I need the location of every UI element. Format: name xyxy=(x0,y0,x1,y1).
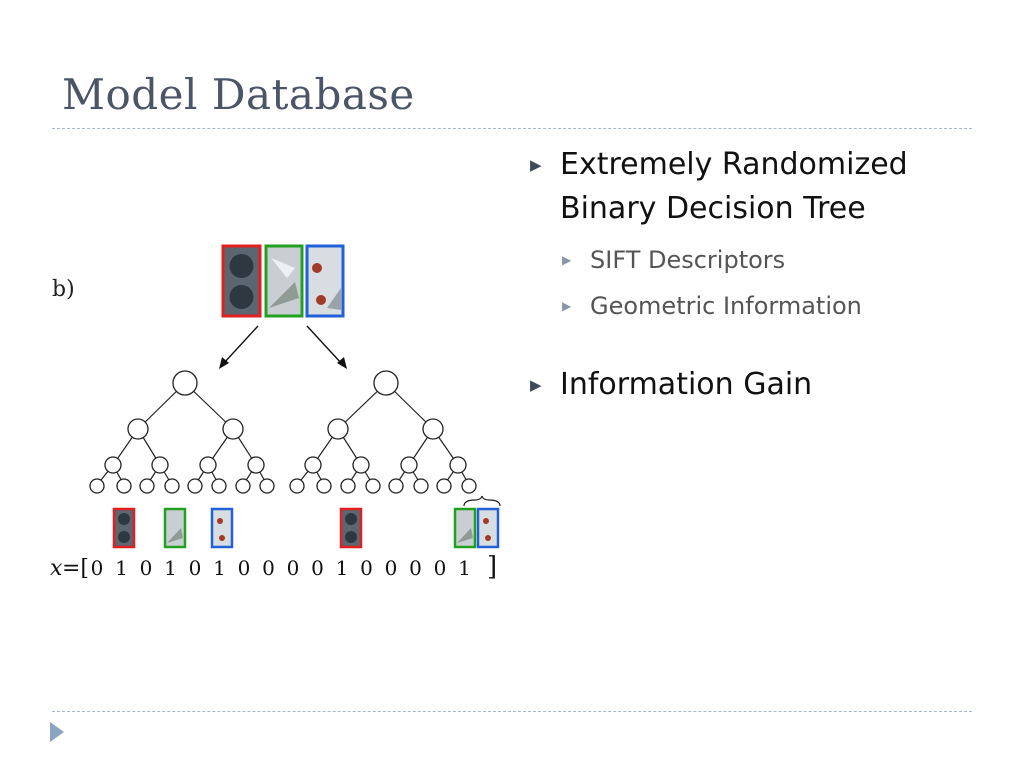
vector-bit: 1 xyxy=(213,556,226,580)
image-patch-green xyxy=(264,244,304,318)
bullet-list: ▶ Extremely Randomized Binary Decision T… xyxy=(528,143,998,413)
vector-bit: 0 xyxy=(262,556,275,580)
sub-bullet-item: ▶ SIFT Descriptors xyxy=(528,237,998,283)
sub-bullet-item: ▶ Geometric Information xyxy=(528,283,998,329)
vector-label: x xyxy=(50,556,63,581)
bullet-arrow-icon: ▶ xyxy=(530,376,542,394)
vector-bit: 1 xyxy=(164,556,177,580)
vector-bit: 0 xyxy=(287,556,300,580)
vector-bit: 0 xyxy=(434,556,447,580)
vector-bit: 0 xyxy=(311,556,324,580)
sub-bullet-arrow-icon: ▶ xyxy=(562,253,572,267)
vector-bit: 0 xyxy=(91,556,104,580)
bullet-item: ▶ Information Gain xyxy=(528,363,998,407)
vector-bit: 1 xyxy=(115,556,128,580)
arrow-left-head xyxy=(219,357,229,369)
panel-label: b) xyxy=(52,277,75,302)
vector-bit: 0 xyxy=(385,556,398,580)
tree-diagram-svg: b) xyxy=(50,244,501,582)
bullet-text: Information Gain xyxy=(560,367,813,402)
sub-bullet-text: SIFT Descriptors xyxy=(590,246,786,274)
tree-diagram: b) xyxy=(45,238,515,588)
arrow-right-head xyxy=(337,357,347,369)
image-patch-red xyxy=(221,244,262,318)
sub-bullet-text: Geometric Information xyxy=(590,292,862,320)
footer-divider xyxy=(52,711,972,712)
vector-bit: 1 xyxy=(336,556,349,580)
vector-bit: 0 xyxy=(140,556,153,580)
vector-bit: 0 xyxy=(189,556,202,580)
vector-bit: 0 xyxy=(360,556,373,580)
leaf-patch-red-1 xyxy=(112,507,136,549)
vector-bit: 1 xyxy=(458,556,471,580)
leaf-brace xyxy=(463,495,501,507)
play-nav-icon[interactable] xyxy=(50,722,64,742)
image-patch-blue xyxy=(305,244,345,318)
leaf-patch-green-1 xyxy=(163,507,187,549)
slide-title: Model Database xyxy=(62,70,415,119)
leaf-patch-blue-2 xyxy=(476,507,500,549)
vector-close: ] xyxy=(487,552,497,582)
leaf-image-patches xyxy=(112,507,500,549)
leaf-patch-red-2 xyxy=(339,507,363,549)
bullet-arrow-icon: ▶ xyxy=(530,156,542,174)
vector-bit: 0 xyxy=(409,556,422,580)
top-image-patches xyxy=(221,244,345,318)
title-divider xyxy=(52,128,972,129)
arrow-icon xyxy=(222,325,343,365)
vector-equals: =[ xyxy=(62,556,89,581)
tree-node-icon xyxy=(89,370,477,494)
leaf-patch-green-2 xyxy=(453,507,477,549)
bullet-item: ▶ Extremely Randomized Binary Decision T… xyxy=(528,143,998,231)
leaf-patch-blue-1 xyxy=(210,507,234,549)
vector-bit: 0 xyxy=(238,556,251,580)
bullet-text: Extremely Randomized Binary Decision Tre… xyxy=(560,147,908,226)
sub-bullet-arrow-icon: ▶ xyxy=(562,299,572,313)
